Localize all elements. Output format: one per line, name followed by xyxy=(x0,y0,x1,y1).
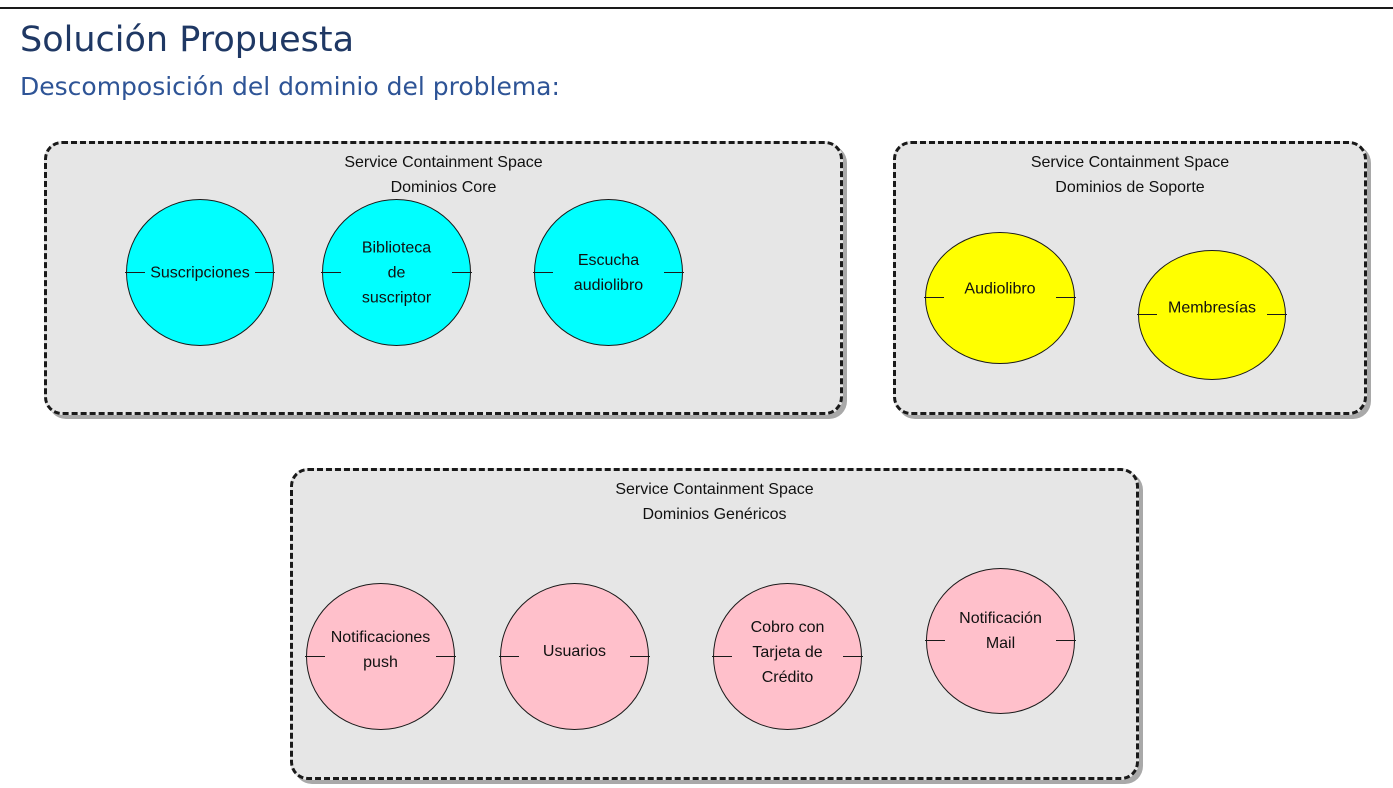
space-core-type: Service Containment Space xyxy=(344,154,543,171)
domain-cobro-con-tarjeta-label: Cobro con Tarjeta de Crédito xyxy=(750,618,825,686)
domain-notificaciones-push[interactable]: Notificaciones push xyxy=(305,583,456,730)
page-subtitle: Descomposición del dominio del problema: xyxy=(20,72,560,101)
space-support-title: Service Containment Space Dominios de So… xyxy=(896,150,1364,200)
space-support-type: Service Containment Space xyxy=(1030,154,1230,171)
domain-notificacion-mail[interactable]: Notificación Mail xyxy=(925,568,1076,714)
page-title: Solución Propuesta xyxy=(20,20,355,60)
top-rule xyxy=(0,7,1393,9)
domain-audiolibro[interactable]: Audiolibro xyxy=(924,232,1076,364)
space-generic-type: Service Containment Space xyxy=(615,481,814,498)
space-generic-title: Service Containment Space Dominios Genér… xyxy=(293,477,1136,527)
domain-membresias[interactable]: Membresías xyxy=(1137,250,1287,380)
domain-biblioteca-de-suscriptor-label: Biblioteca de suscriptor xyxy=(361,239,432,306)
domain-cobro-con-tarjeta[interactable]: Cobro con Tarjeta de Crédito xyxy=(712,583,863,730)
domain-usuarios-label: Usuarios xyxy=(542,642,607,660)
domain-escucha-audiolibro[interactable]: Escucha audiolibro xyxy=(533,199,684,346)
domain-notificaciones-push-label: Notificaciones push xyxy=(330,628,431,671)
space-generic-name: Dominios Genéricos xyxy=(642,506,787,523)
domain-usuarios[interactable]: Usuarios xyxy=(499,583,650,730)
domain-escucha-audiolibro-label: Escucha audiolibro xyxy=(573,251,644,294)
domain-audiolibro-label: Audiolibro xyxy=(964,280,1036,298)
domain-suscripciones[interactable]: Suscripciones xyxy=(125,199,275,346)
space-core: Service Containment Space Dominios Core … xyxy=(44,141,843,415)
space-support-name: Dominios de Soporte xyxy=(1055,179,1205,196)
space-core-name: Dominios Core xyxy=(390,179,497,196)
space-generic: Service Containment Space Dominios Genér… xyxy=(290,468,1139,780)
domain-biblioteca-de-suscriptor[interactable]: Biblioteca de suscriptor xyxy=(321,199,472,346)
domain-notificacion-mail-label: Notificación Mail xyxy=(959,610,1042,652)
domain-membresias-label: Membresías xyxy=(1167,299,1257,317)
space-support: Service Containment Space Dominios de So… xyxy=(893,141,1367,415)
space-core-title: Service Containment Space Dominios Core xyxy=(47,150,840,200)
domain-suscripciones-label: Suscripciones xyxy=(150,264,250,281)
